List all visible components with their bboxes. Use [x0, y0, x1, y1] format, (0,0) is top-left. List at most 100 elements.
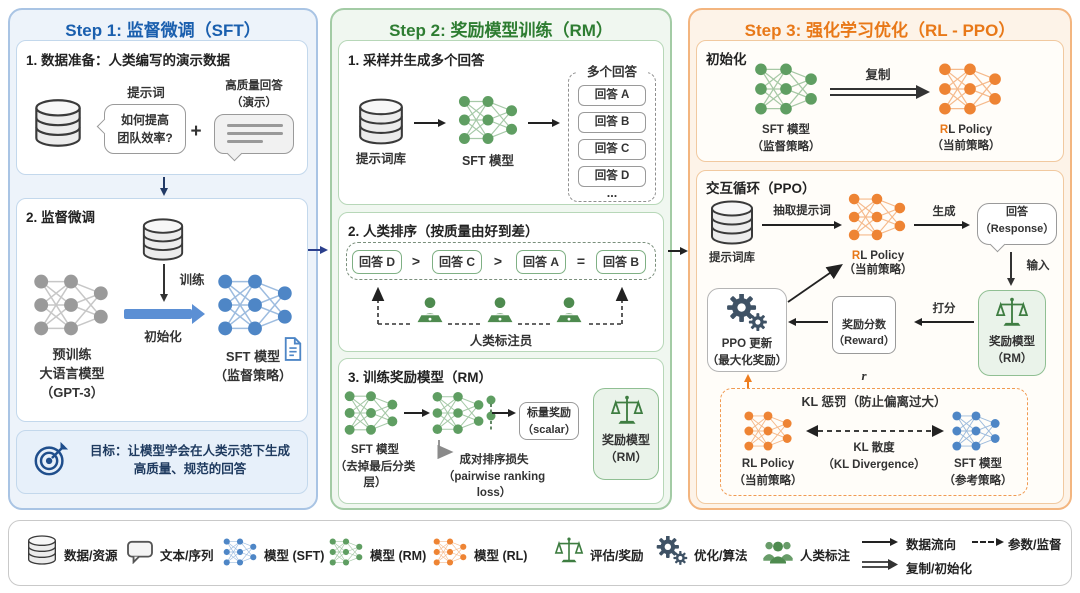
rank-op: >: [493, 253, 503, 269]
step2-title: Step 2: 奖励模型训练（RM）: [389, 21, 613, 40]
pretrained-model-icon: [28, 272, 114, 338]
annotator-icon: [484, 295, 516, 329]
init-label: 初始化: [144, 330, 182, 344]
text-line: [227, 140, 263, 143]
answers-ellipsis: ...: [606, 186, 618, 200]
annotator-icon: [553, 295, 585, 329]
draw-prompt-label: 抽取提示词: [773, 205, 831, 217]
scale-icon: [554, 536, 584, 566]
rank-item: 回答 C: [432, 250, 482, 274]
copy-label: 复制: [865, 68, 891, 82]
annotator-icon: [414, 295, 446, 329]
answers-title: 多个回答: [576, 63, 648, 82]
plus-sign: +: [190, 121, 202, 142]
reward-score-label: 奖励分数 （Reward）: [833, 318, 895, 348]
kl-penalty-box: [720, 388, 1028, 496]
ranking-title: 2. 人类排序（按质量由好到差）: [348, 224, 539, 239]
train-label: 训练: [179, 273, 205, 287]
kl-sft-label: SFT 模型 （参考策略）: [943, 458, 1013, 487]
legend: [8, 520, 1072, 586]
reward-var: r: [861, 368, 867, 383]
prompt-db-label: 提示词库: [355, 152, 406, 166]
sft-model-icon: [212, 272, 298, 338]
answer-item: 回答 D: [578, 166, 646, 187]
rank-item: 回答 B: [596, 250, 646, 274]
copy-double-arrow: [830, 85, 930, 99]
step1-title: Step 1: 监督微调（SFT）: [65, 21, 261, 40]
annotators-label: 人类标注员: [469, 334, 533, 348]
rl-model-icon: [432, 537, 468, 567]
scale-icon: [610, 394, 644, 428]
input-arrow: [1007, 252, 1015, 286]
generate-label: 生成: [932, 206, 956, 218]
rl-policy-label: RL Policy: [842, 248, 914, 265]
arrow-step1-to-step2: [308, 246, 328, 254]
rl-policy-icon: [936, 60, 1004, 118]
arrow-to-head: [404, 409, 430, 417]
demo-answer-bubble: [214, 114, 294, 154]
goal-text: 目标：让模型学会在人类示范下生成 高质量、规范的回答: [89, 444, 290, 477]
database-icon: [32, 98, 84, 148]
score-label: 打分: [932, 303, 956, 315]
sft-model-icon: [456, 92, 520, 148]
ranking-container: [346, 242, 656, 280]
rl-policy-sub: （当前策略）: [843, 264, 913, 276]
scalar-reward-box: 标量奖励 （scalar）: [519, 402, 579, 440]
rl-letter: R: [851, 250, 861, 262]
arrow-rm-to-reward: [914, 318, 974, 326]
arrow-step2-to-step3: [668, 247, 688, 255]
text-line: [227, 124, 283, 127]
rl-policy-icon: [846, 190, 908, 244]
arrow-kl-to-ppo: [744, 374, 752, 389]
prompt-db-label: 提示词库: [709, 252, 755, 264]
rl-letter: R: [939, 124, 949, 136]
rm-model-icon: [328, 537, 364, 567]
arrow-db-to-sft: [414, 119, 446, 127]
step1-goal-card: [16, 430, 308, 494]
answer-item: 回答 B: [578, 112, 646, 133]
init-section-title: 初始化: [706, 52, 747, 67]
sft-trunk-model-icon: [342, 388, 400, 438]
legend-rm-label: 模型 (RM): [370, 549, 427, 563]
prompt-label: 提示词: [127, 86, 165, 100]
text-line: [227, 132, 283, 135]
people-icon: [762, 537, 794, 565]
pretrained-model-label: 预训练 大语言模型 （GPT-3）: [39, 347, 105, 400]
sft-model-icon: [752, 60, 820, 118]
rl-rest: L Policy: [948, 124, 993, 136]
legend-copy-label: 复制/初始化: [906, 562, 972, 576]
gears-icon: [726, 294, 768, 332]
kl-title: KL 惩罚（防止偏离过大）: [801, 395, 947, 409]
step3-title: Step 3: 强化学习优化（RL - PPO）: [744, 21, 1016, 40]
database-icon: [356, 98, 406, 145]
legend-human-label: 人类标注: [800, 549, 851, 563]
gears-icon: [656, 536, 688, 566]
rank-op: >: [411, 253, 421, 269]
data-prep-title: 1. 数据准备：人类编写的演示数据: [26, 53, 231, 68]
legend-eval-label: 评估/奖励: [590, 549, 644, 563]
text-bubble-icon: [126, 540, 154, 564]
response-bubble: 回答 （Response）: [977, 203, 1057, 245]
finetune-title: 2. 监督微调: [26, 210, 96, 225]
legend-opt-label: 优化/算法: [694, 549, 748, 563]
sft-model-label: SFT 模型 （监督策略）: [751, 124, 821, 153]
loop-section-title: 交互循环（PPO）: [706, 181, 816, 196]
target-icon: [32, 440, 70, 478]
ppo-update-label: PPO 更新 （最大化奖励）: [706, 338, 788, 367]
kl-rl-policy-label: RL Policy （当前策略）: [733, 458, 803, 487]
step3-init-card: [696, 40, 1064, 162]
loss-elbow-arrow: [437, 440, 454, 460]
legend-flow-arrow: [862, 538, 898, 546]
scalar-head-nodes: [486, 395, 496, 430]
legend-param-label: 参数/监督: [1008, 538, 1062, 552]
kl-divergence-arrow: [806, 425, 944, 437]
arrow-to-scalar: [492, 409, 516, 417]
rl-policy-icon: [742, 408, 794, 454]
rank-item: 回答 A: [516, 250, 566, 274]
arrow-dataprep-to-sft: [160, 177, 168, 196]
legend-rl-label: 模型 (RL): [474, 549, 528, 563]
legend-data-label: 数据/资源: [64, 549, 118, 563]
database-icon: [140, 218, 186, 261]
rm-training-title: 3. 训练奖励模型（RM）: [348, 370, 493, 385]
